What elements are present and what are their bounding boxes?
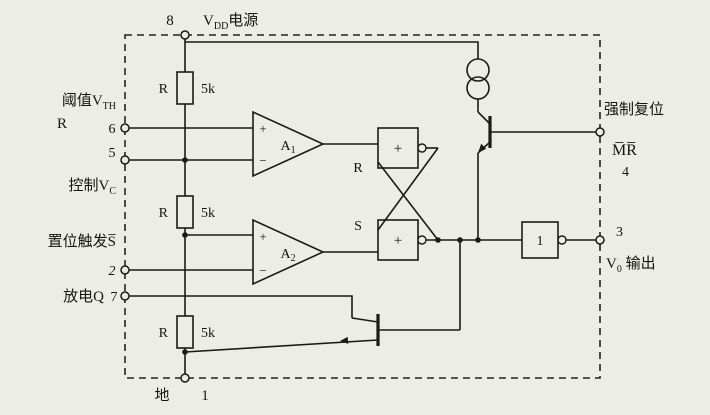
pin-5-number: 5: [109, 146, 116, 161]
junction-dot: [182, 232, 188, 238]
threshold-label: 阈值VTH: [62, 92, 116, 112]
reset-transistor: [478, 116, 492, 153]
output-gate-symbol: 1: [537, 234, 544, 249]
pin-labels: 8 VDD电源 R 5k R 5k R 5k 阈值VTH R 6 5 控制VC …: [48, 12, 664, 404]
rs-latch: + + R S: [353, 127, 427, 261]
r1-name: R: [159, 82, 169, 97]
emitter-arrow: [478, 143, 487, 153]
forced-reset-label: 强制复位: [604, 100, 664, 118]
a2-label: A2: [280, 247, 295, 264]
mr-label: M̅R̅: [612, 141, 637, 159]
cross-couple-wire: [377, 161, 439, 241]
junction-dot: [182, 157, 188, 163]
junction-dots: [182, 157, 481, 355]
a2-minus-input: −: [259, 263, 266, 278]
wire: [477, 111, 491, 125]
r3-name: R: [159, 326, 169, 341]
junction-dot: [475, 237, 481, 243]
r3-value: 5k: [201, 326, 215, 341]
pin-6-terminal: [120, 123, 130, 133]
pin-1-terminal: [180, 373, 190, 383]
a1-minus-input: −: [259, 153, 266, 168]
current-source: [466, 58, 490, 100]
latch-r-input-label: R: [353, 161, 363, 176]
control-label: 控制VC: [68, 177, 116, 197]
resistor-r2: [176, 195, 194, 229]
junction-dot: [182, 349, 188, 355]
discharge-wire: [129, 295, 353, 318]
junction-dot: [435, 237, 441, 243]
pin-terminals: [120, 30, 605, 383]
vout-label: V0 输出: [606, 255, 656, 275]
pin-3-terminal: [595, 235, 605, 245]
wires: [129, 39, 596, 374]
latch-s-input-label: S: [354, 219, 362, 234]
pin-1-number: 1: [201, 388, 209, 404]
pin-4-terminal: [595, 127, 605, 137]
ground-label: 地: [154, 387, 169, 404]
vdd-label: VDD电源: [203, 12, 258, 32]
pin-5-terminal: [120, 155, 130, 165]
comparator-a2: + − A2: [252, 218, 325, 286]
nor-gate-symbol: +: [394, 233, 402, 249]
pin-6-number: 6: [109, 122, 116, 137]
resistor-divider: [176, 71, 194, 349]
inversion-bubble: [557, 235, 567, 245]
wire: [184, 339, 379, 353]
r2-name: R: [159, 206, 169, 221]
ic-boundary: [124, 34, 601, 379]
junction-dot: [457, 237, 463, 243]
pin-8-number: 8: [166, 13, 174, 29]
trigger-label: 置位触发S̅: [48, 233, 116, 250]
a2-plus-input: +: [259, 229, 266, 244]
a1-plus-input: +: [259, 121, 266, 136]
resistor-r3: [176, 315, 194, 349]
comparator-a1: + − A1: [252, 110, 325, 178]
emitter-arrow: [340, 336, 349, 344]
pin-7-terminal: [120, 291, 130, 301]
inversion-bubble: [417, 143, 427, 153]
nor-gate-symbol: +: [394, 141, 402, 157]
comparator-a2-triangle: [252, 218, 325, 286]
resistor-r1: [176, 71, 194, 105]
comparator-a1-triangle: [252, 110, 325, 178]
discharge-label: 放电Q: [63, 288, 104, 305]
a1-label: A1: [280, 139, 295, 156]
current-source-circle: [466, 76, 490, 100]
threshold-r-label: R: [57, 116, 67, 132]
r1-value: 5k: [201, 82, 215, 97]
wire: [351, 317, 379, 323]
cross-couple-wire: [377, 147, 439, 231]
output-gate: 1: [521, 221, 567, 259]
pin-4-number: 4: [622, 165, 629, 180]
pin-7-number: 7: [111, 290, 118, 305]
current-source-circle: [466, 58, 490, 82]
r2-value: 5k: [201, 206, 215, 221]
pin-2-terminal: [120, 265, 130, 275]
vdd-rail: [185, 41, 479, 59]
inversion-bubble: [417, 235, 427, 245]
pin-3-number: 3: [616, 225, 623, 240]
discharge-transistor: [340, 314, 380, 346]
pin-8-terminal: [180, 30, 190, 40]
pin-2-number: 2: [109, 264, 116, 279]
